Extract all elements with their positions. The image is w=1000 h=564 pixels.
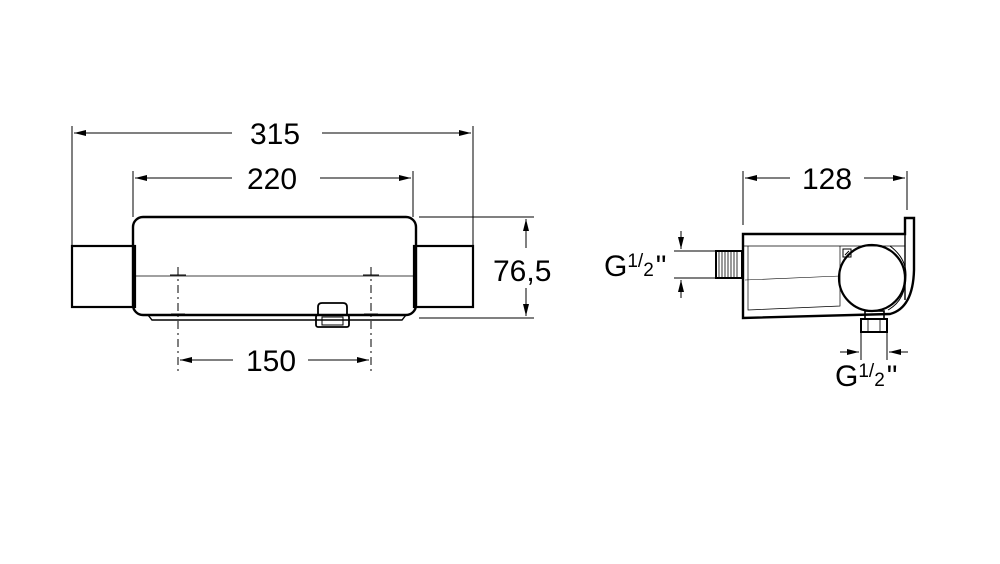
inlet-thread-label: G1/2"	[604, 250, 666, 283]
temperature-marker-icon	[842, 248, 852, 258]
side-outlet	[860, 310, 888, 333]
side-inlet-thread	[715, 250, 743, 279]
dim-128: 128	[742, 163, 908, 225]
fixing-centerlines	[170, 267, 379, 372]
dim-76-5-label: 76,5	[493, 255, 551, 288]
control-knob	[837, 243, 907, 313]
side-housing	[741, 216, 916, 320]
dim-315-label: 315	[250, 118, 300, 151]
dim-128-label: 128	[802, 163, 852, 196]
dim-76-5: 76,5	[419, 216, 551, 319]
dim-outlet-thread: G1/2"	[835, 332, 908, 393]
dim-220: 220	[132, 163, 414, 217]
front-outlet	[315, 302, 350, 328]
side-view: 128 G1/2" G1/2"	[604, 163, 916, 393]
right-pipe	[412, 244, 475, 309]
dim-150: 150	[180, 345, 369, 378]
front-view: 315 220 76,5 150	[70, 118, 551, 378]
body-flange	[147, 314, 407, 321]
dim-315: 315	[71, 118, 474, 246]
mixer-body	[131, 215, 418, 317]
dim-150-label: 150	[246, 345, 296, 378]
dim-inlet-thread: G1/2"	[604, 231, 716, 298]
dim-220-label: 220	[247, 163, 297, 196]
left-pipe	[70, 244, 137, 309]
outlet-thread-label: G1/2"	[835, 360, 897, 393]
